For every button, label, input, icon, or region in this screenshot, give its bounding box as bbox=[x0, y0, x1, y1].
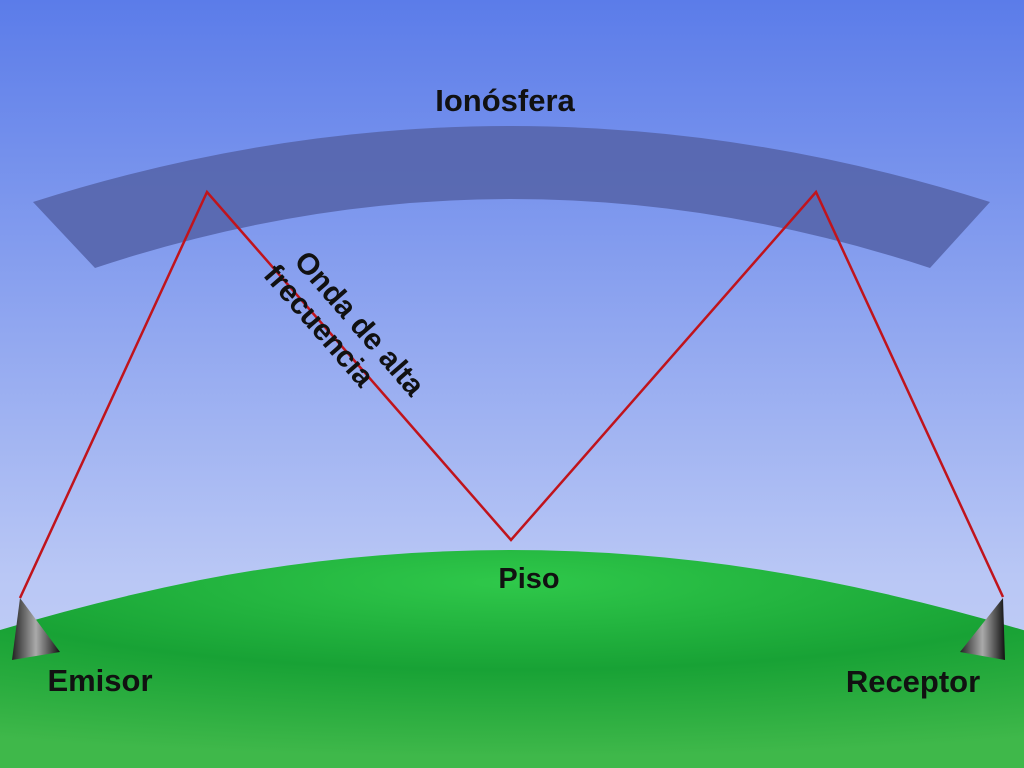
ground-earth bbox=[0, 550, 1024, 768]
receiver-label: Receptor bbox=[846, 664, 980, 699]
receiver-antenna-icon bbox=[960, 598, 1005, 660]
ground-label: Piso bbox=[498, 563, 559, 595]
emitter-label: Emisor bbox=[47, 663, 152, 698]
ionosphere-layer bbox=[33, 126, 990, 268]
high-frequency-wave-path bbox=[18, 189, 1005, 599]
emitter-antenna-icon bbox=[12, 598, 60, 660]
ionosphere-label: Ionósfera bbox=[435, 83, 575, 118]
